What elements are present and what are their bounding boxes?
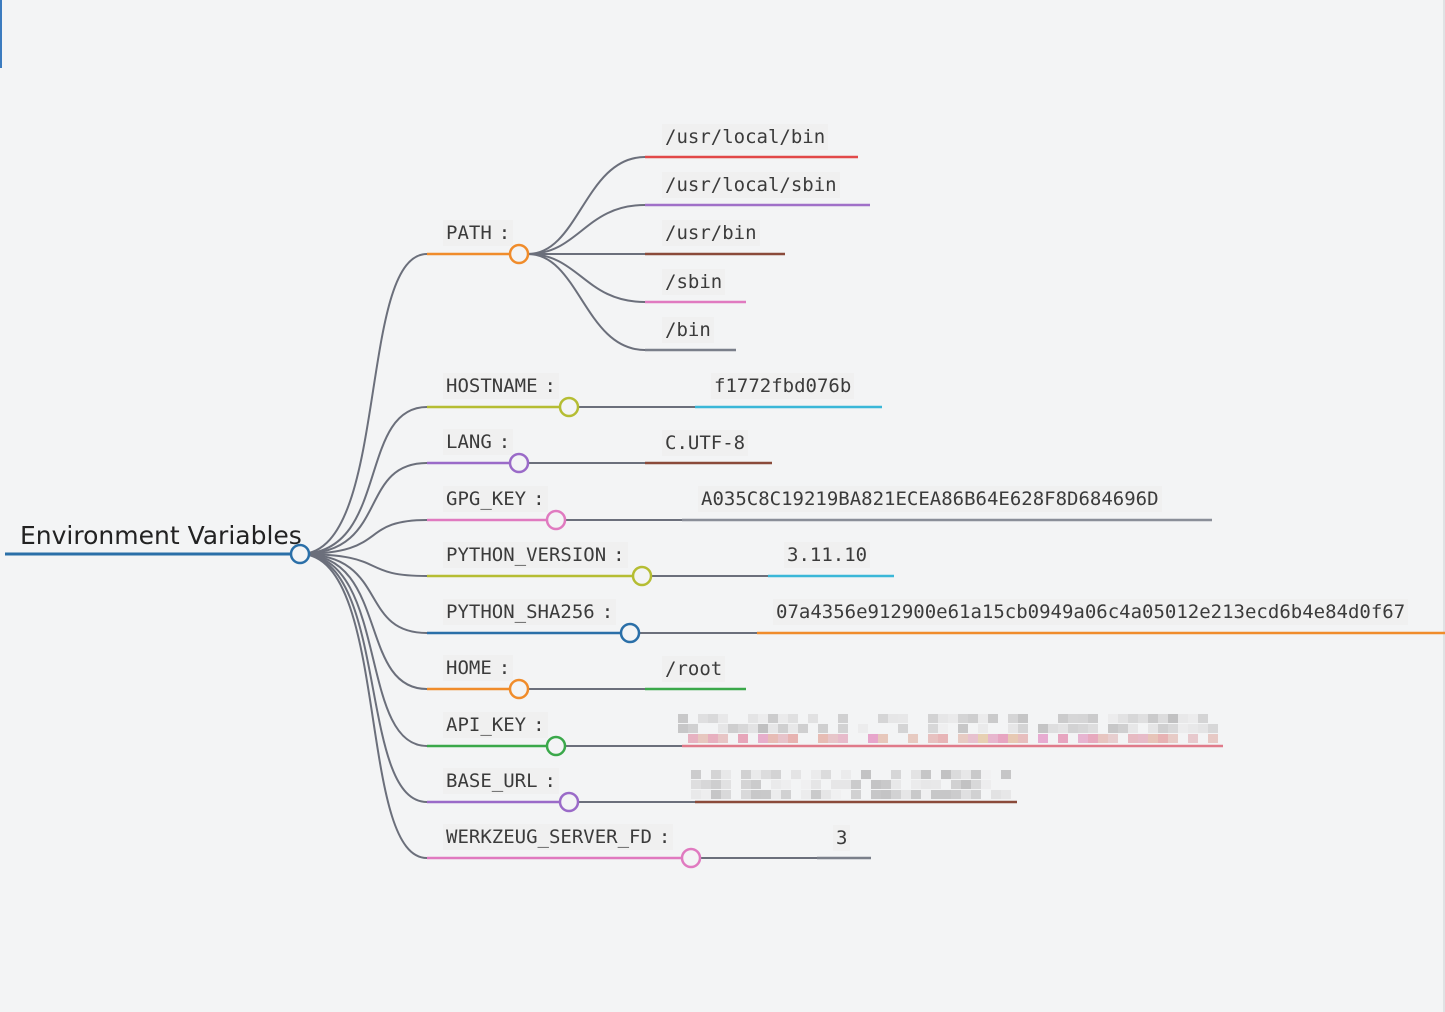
var-path-value-4-text: /bin: [665, 319, 711, 341]
var-python-sha256-value-0-text: 07a4356e912900e61a15cb0949a06c4a05012e21…: [776, 601, 1406, 623]
var-python-version-key[interactable]: PYTHON_VERSION:: [443, 542, 628, 568]
var-hostname-value-0[interactable]: f1772fbd076b: [711, 373, 855, 399]
var-lang-value-0-text: C.UTF-8: [665, 432, 746, 454]
var-lang-connector: [299, 462, 428, 555]
var-home-value-0-text: /root: [665, 658, 723, 680]
var-path-value-3-text: /sbin: [665, 271, 723, 293]
var-base-url-key[interactable]: BASE_URL:: [443, 768, 559, 794]
var-path-value-3-connector: [527, 253, 646, 303]
var-werkzeug-server-fd-key-text: WERKZEUG_SERVER_FD: [446, 826, 652, 848]
var-home-value-0[interactable]: /root: [662, 656, 726, 682]
var-werkzeug-server-fd-connector: [299, 553, 428, 859]
var-api-key-separator: :: [533, 714, 545, 736]
var-lang-key-text: LANG: [446, 431, 492, 453]
root-node-title-text: Environment Variables: [20, 521, 302, 550]
var-path-value-1-connector: [527, 204, 646, 255]
var-home-separator: :: [498, 657, 511, 679]
right-edge-border: [1443, 0, 1445, 1012]
var-python-sha256-node-circle: [619, 622, 641, 644]
var-hostname-key-text: HOSTNAME: [446, 375, 538, 397]
var-path-connector: [299, 253, 428, 555]
var-lang-separator: :: [498, 431, 511, 453]
var-gpg-key-value-0-text: A035C8C19219BA821ECEA86B64E628F8D684696D: [701, 488, 1159, 510]
var-home-key-text: HOME: [446, 657, 492, 679]
var-path-node-circle: [508, 243, 530, 265]
var-home-node-circle: [508, 678, 530, 700]
var-path-separator: :: [498, 222, 511, 244]
var-gpg-key-value-0[interactable]: A035C8C19219BA821ECEA86B64E628F8D684696D: [698, 486, 1162, 512]
var-python-version-separator: :: [613, 544, 625, 566]
var-api-key-value-0-redacted-value: [678, 712, 1223, 748]
var-gpg-key-connector: [299, 519, 428, 555]
var-path-value-0-connector: [527, 156, 646, 255]
var-path-key[interactable]: PATH:: [443, 220, 514, 246]
var-werkzeug-server-fd-separator: :: [658, 826, 671, 848]
var-base-url-key-text: BASE_URL: [446, 770, 538, 792]
var-werkzeug-server-fd-node-circle: [680, 847, 702, 869]
var-api-key-key-text: API_KEY: [446, 714, 527, 736]
var-python-version-value-0-text: 3.11.10: [787, 544, 868, 566]
var-base-url-value-0-redacted-value: [691, 768, 1017, 804]
var-gpg-key-key-text: GPG_KEY: [446, 488, 527, 510]
var-hostname-connector: [299, 406, 428, 555]
var-lang-key[interactable]: LANG:: [443, 429, 514, 455]
var-path-value-4[interactable]: /bin: [662, 317, 714, 343]
var-path-value-2[interactable]: /usr/bin: [662, 220, 760, 246]
var-python-sha256-key[interactable]: PYTHON_SHA256:: [443, 599, 617, 625]
var-werkzeug-server-fd-key[interactable]: WERKZEUG_SERVER_FD:: [443, 824, 674, 850]
var-path-value-1-text: /usr/local/sbin: [665, 174, 837, 196]
var-hostname-key[interactable]: HOSTNAME:: [443, 373, 559, 399]
var-gpg-key-node-circle: [545, 509, 567, 531]
var-werkzeug-server-fd-value-0[interactable]: 3: [833, 825, 851, 851]
var-path-value-2-text: /usr/bin: [665, 222, 757, 244]
var-api-key-connector: [299, 553, 428, 747]
var-gpg-key-key[interactable]: GPG_KEY:: [443, 486, 548, 512]
var-path-value-3[interactable]: /sbin: [662, 269, 726, 295]
var-base-url-connector: [299, 553, 428, 803]
var-python-version-node-circle: [631, 565, 653, 587]
var-api-key-key[interactable]: API_KEY:: [443, 712, 548, 738]
var-hostname-value-0-text: f1772fbd076b: [714, 375, 852, 397]
var-home-key[interactable]: HOME:: [443, 655, 514, 681]
var-lang-node-circle: [508, 452, 530, 474]
var-api-key-node-circle: [545, 735, 567, 757]
var-python-version-value-0[interactable]: 3.11.10: [784, 542, 871, 568]
var-path-value-1[interactable]: /usr/local/sbin: [662, 172, 840, 198]
var-werkzeug-server-fd-value-0-text: 3: [836, 827, 848, 849]
root-node-title[interactable]: Environment Variables: [17, 520, 305, 552]
var-path-value-0-text: /usr/local/bin: [665, 126, 826, 148]
var-hostname-separator: :: [544, 375, 556, 397]
var-lang-value-0[interactable]: C.UTF-8: [662, 430, 749, 456]
var-base-url-node-circle: [558, 791, 580, 813]
left-edge-accent: [0, 0, 2, 68]
var-python-sha256-key-text: PYTHON_SHA256: [446, 601, 595, 623]
var-python-sha256-separator: :: [601, 601, 614, 623]
var-hostname-node-circle: [558, 396, 580, 418]
var-python-version-key-text: PYTHON_VERSION: [446, 544, 607, 566]
var-gpg-key-separator: :: [533, 488, 545, 510]
var-python-sha256-value-0[interactable]: 07a4356e912900e61a15cb0949a06c4a05012e21…: [773, 599, 1409, 625]
var-path-value-4-connector: [527, 253, 646, 351]
var-python-version-connector: [299, 553, 428, 577]
var-path-value-0[interactable]: /usr/local/bin: [662, 124, 829, 150]
var-base-url-separator: :: [544, 770, 556, 792]
var-home-connector: [299, 553, 428, 690]
root-node-circle: [289, 543, 311, 565]
var-python-sha256-connector: [299, 553, 428, 634]
var-path-key-text: PATH: [446, 222, 492, 244]
